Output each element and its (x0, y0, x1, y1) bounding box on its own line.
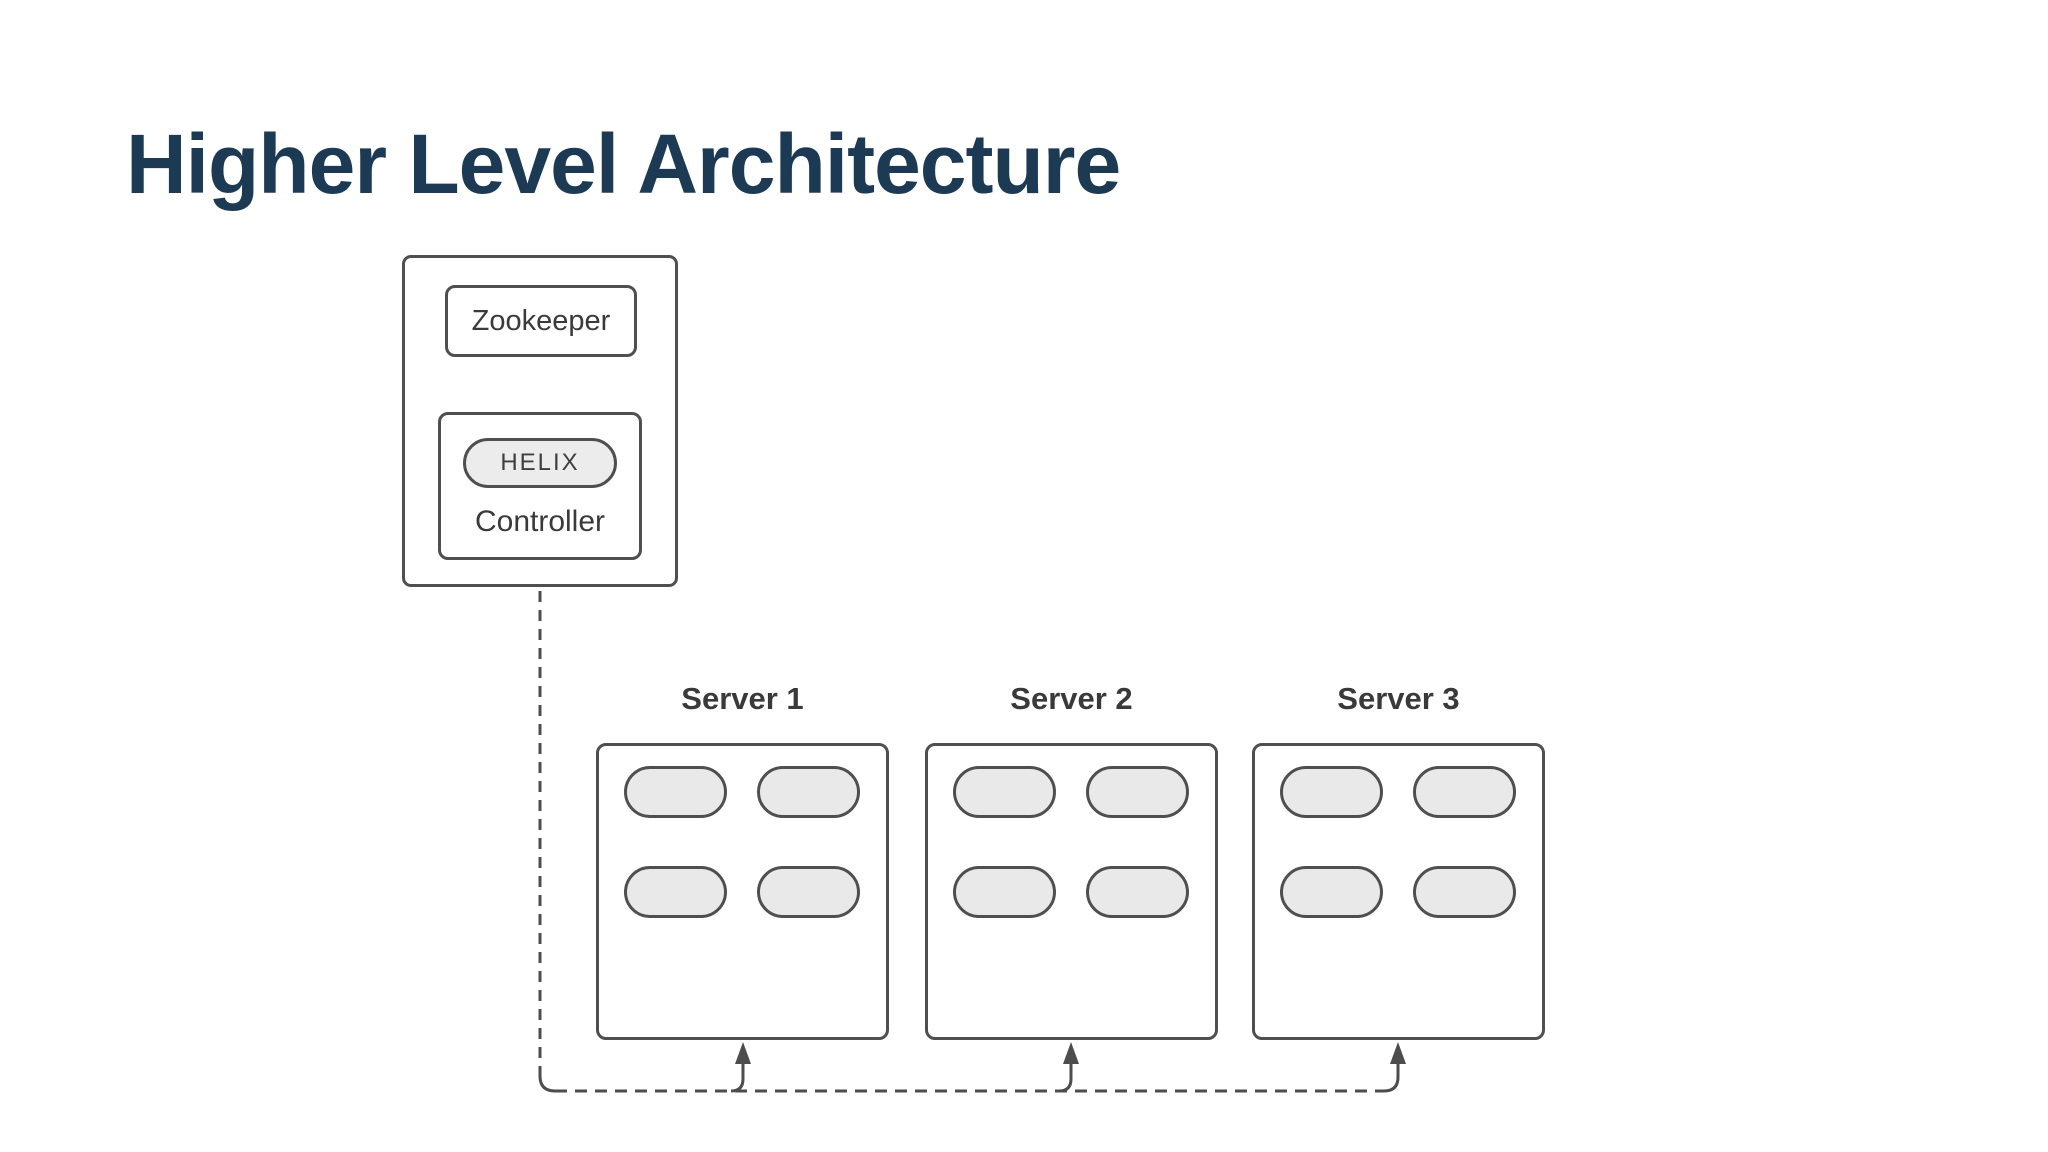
slide-title: Higher Level Architecture (126, 117, 1121, 211)
partition-slot (1280, 866, 1383, 918)
partition-slot (953, 766, 1056, 818)
zookeeper-node: Zookeeper (445, 285, 637, 357)
controller-cluster-box: Zookeeper HELIX Controller (402, 255, 678, 587)
partition-slot (757, 866, 860, 918)
helix-pill: HELIX (463, 438, 617, 488)
partition-slot (1280, 766, 1383, 818)
controller-node: HELIX Controller (438, 412, 642, 560)
partition-slot (757, 766, 860, 818)
connector-elbow-server-3 (1383, 1060, 1400, 1093)
server-2-node (925, 743, 1218, 1040)
arrow-server-3 (1390, 1042, 1406, 1064)
partition-slot (953, 866, 1056, 918)
helix-label: HELIX (500, 449, 580, 476)
arrow-server-1 (735, 1042, 751, 1064)
connector-branch-server-2 (1058, 1060, 1073, 1093)
server-1-label: Server 1 (681, 681, 804, 716)
server-2-label: Server 2 (1010, 681, 1133, 716)
connector-elbow-left (538, 1075, 556, 1093)
partition-slot (1413, 866, 1516, 918)
partition-slot (1086, 766, 1189, 818)
server-3-node (1252, 743, 1545, 1040)
controller-label: Controller (474, 505, 606, 538)
server-3-label: Server 3 (1337, 681, 1460, 716)
partition-slot (1086, 866, 1189, 918)
zookeeper-label: Zookeeper (471, 304, 611, 337)
partition-slot (1413, 766, 1516, 818)
server-1-node (596, 743, 889, 1040)
connector-branch-server-1 (730, 1060, 745, 1093)
arrow-server-2 (1063, 1042, 1079, 1064)
partition-slot (624, 766, 727, 818)
partition-slot (624, 866, 727, 918)
